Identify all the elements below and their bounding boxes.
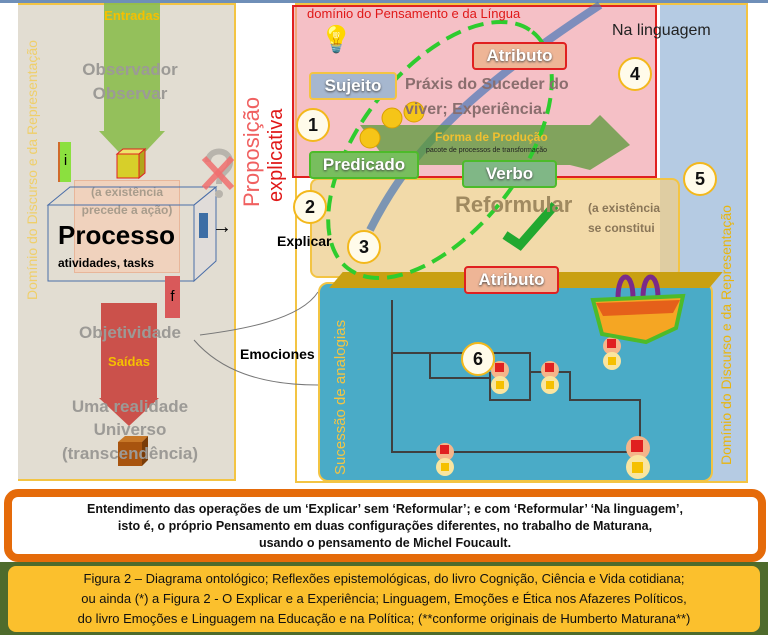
step-circle-1: 1 [296, 108, 330, 142]
question-cross-icon [201, 148, 235, 198]
figure-caption-line-1: Figura 2 – Diagrama ontológico; Reflexõe… [83, 571, 685, 586]
predicate-label: Predicado [309, 151, 419, 179]
thought-domain-title: domínio do Pensamento e da Língua [307, 6, 521, 21]
existence-constitutes-text: (a existência se constitui [588, 201, 661, 235]
inputs-arrow [99, 3, 165, 166]
cross-icon [201, 155, 235, 191]
green-dashed-boundary [326, 19, 559, 281]
outputs-label: Saídas [108, 354, 150, 369]
transcendence-text: (transcendência) [61, 444, 199, 463]
lightbulb-icon: 💡 [320, 24, 353, 54]
basket-icon [590, 274, 686, 345]
flag-f: f [165, 276, 180, 318]
top-border [0, 0, 768, 3]
right-vertical-title: Domínio do Discurso e da Representação [718, 205, 734, 465]
explanation-box: Entendimento das operações de um ‘Explic… [4, 489, 766, 562]
emotion-curves [193, 291, 319, 386]
attribute-label-top: Atributo [472, 42, 567, 70]
verb-label: Verbo [462, 160, 557, 188]
process-title: Processo [58, 220, 176, 250]
step-circle-4: 4 [618, 57, 652, 91]
reality-text: Uma realidade [71, 397, 189, 416]
step-circle-6: 6 [461, 342, 495, 376]
figure-caption-line-2: ou ainda (*) a Figura 2 - O Explicar e a… [81, 591, 687, 606]
existence-note: (a existência precede a ação) [74, 180, 180, 273]
proposition-line1: Proposição [239, 96, 264, 207]
universe-text: Universo [93, 420, 167, 439]
analogies-label: Sucessão de analogias [332, 319, 349, 475]
process-subtitle: atividades, tasks [58, 256, 155, 270]
production-band [359, 1, 630, 232]
objectivity-text: Objetividade [78, 323, 182, 342]
figure-caption: Figura 2 – Diagrama ontológico; Reflexõe… [8, 566, 760, 632]
observer-text: Observador [82, 60, 178, 79]
right-arrow-icon: → [212, 216, 232, 238]
subject-label: Sujeito [309, 72, 397, 100]
attribute-label-bottom: Atributo [464, 266, 559, 294]
step-circle-2: 2 [293, 190, 327, 224]
explanation-line-2: isto é, o próprio Pensamento em duas con… [117, 519, 653, 533]
process-box-outline [46, 185, 218, 283]
step-circle-3: 3 [347, 230, 381, 264]
checkmark-icon [502, 202, 559, 251]
inputs-label: Entradas [104, 8, 160, 23]
brown-cube-icon [118, 436, 148, 466]
explanation-line-1: Entendimento das operações de um ‘Explic… [86, 502, 683, 516]
step-circle-5: 5 [683, 162, 717, 196]
in-language-text: Na linguagem [612, 22, 711, 39]
process-node-icons [436, 337, 650, 479]
praxis-text: Práxis do Suceder do viver; Experiência. [405, 76, 569, 118]
analogy-network [391, 300, 650, 479]
emotions-text: Emociones [240, 346, 315, 362]
explain-text: Explicar [277, 233, 332, 249]
yellow-cube-icon [115, 148, 147, 180]
reformulate-text: Reformular [455, 192, 573, 217]
left-vertical-title: Domínio do Discurso e da Representação [24, 40, 40, 300]
outputs-arrow [99, 303, 159, 426]
production-form-title: Forma de Produção [435, 130, 548, 144]
production-form-subtitle: pacote de processos de transformação [426, 147, 548, 154]
flag-i: i [58, 142, 71, 182]
main-frame [295, 3, 748, 483]
explanation-line-3: usando o pensamento de Michel Foucault. [258, 536, 512, 550]
proposition-line2: explicativa [265, 108, 287, 202]
observe-text: Observar [92, 84, 168, 103]
figure-caption-line-3: do livro Emoções e Linguagem na Educação… [77, 611, 691, 626]
